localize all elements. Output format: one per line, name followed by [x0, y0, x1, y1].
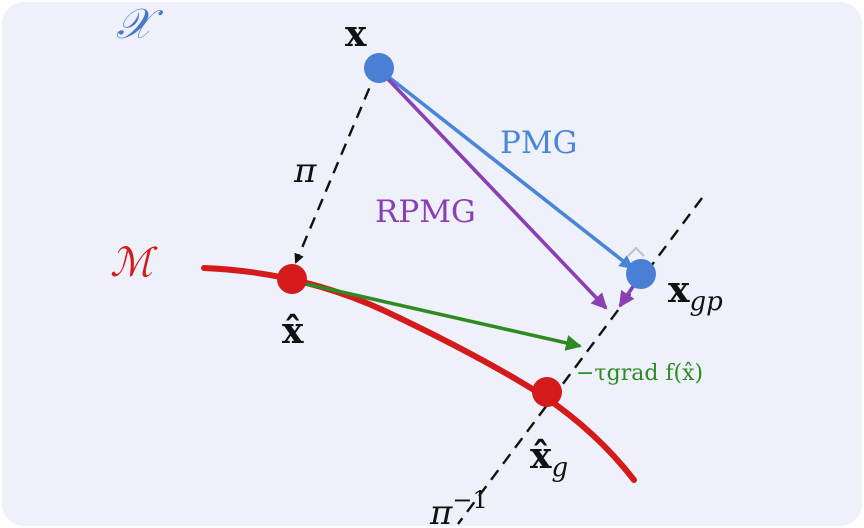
- gradient-arrow: [292, 279, 582, 351]
- pi-projection-line: [294, 69, 379, 264]
- x-label: x: [345, 13, 367, 55]
- x-hat-g-subscript: g: [551, 453, 568, 483]
- point-x-hat-g: [532, 377, 562, 407]
- pi-inverse-label: π−1: [429, 486, 488, 526]
- point-x-hat: [277, 264, 307, 294]
- gradient-label: −τgrad f(x̂): [576, 361, 703, 386]
- x-gp-label: xgp: [668, 269, 723, 317]
- point-x: [364, 53, 394, 83]
- rpmg-arrow: [383, 74, 608, 310]
- x-hat-label: x̂: [282, 310, 304, 352]
- rpmg-label: RPMG: [375, 194, 476, 230]
- x-hat-g-label: x̂g: [530, 435, 568, 483]
- pi-inverse-line: [457, 197, 703, 525]
- manifold-label: ℳ: [110, 240, 158, 286]
- pi-label: π: [293, 151, 317, 191]
- point-x-gp: [626, 259, 656, 289]
- x-gp-subscript: gp: [689, 287, 723, 317]
- pi-inverse-superscript: −1: [452, 486, 487, 514]
- pmg-arrow: [379, 69, 634, 270]
- pi-inverse-base: π: [429, 493, 453, 526]
- x-hat-g-base: x̂: [530, 435, 552, 477]
- x-gp-base: x: [668, 269, 690, 311]
- pmg-label: PMG: [500, 125, 577, 161]
- right-angle-marker: [627, 246, 645, 257]
- space-x-label: 𝒳: [116, 2, 164, 48]
